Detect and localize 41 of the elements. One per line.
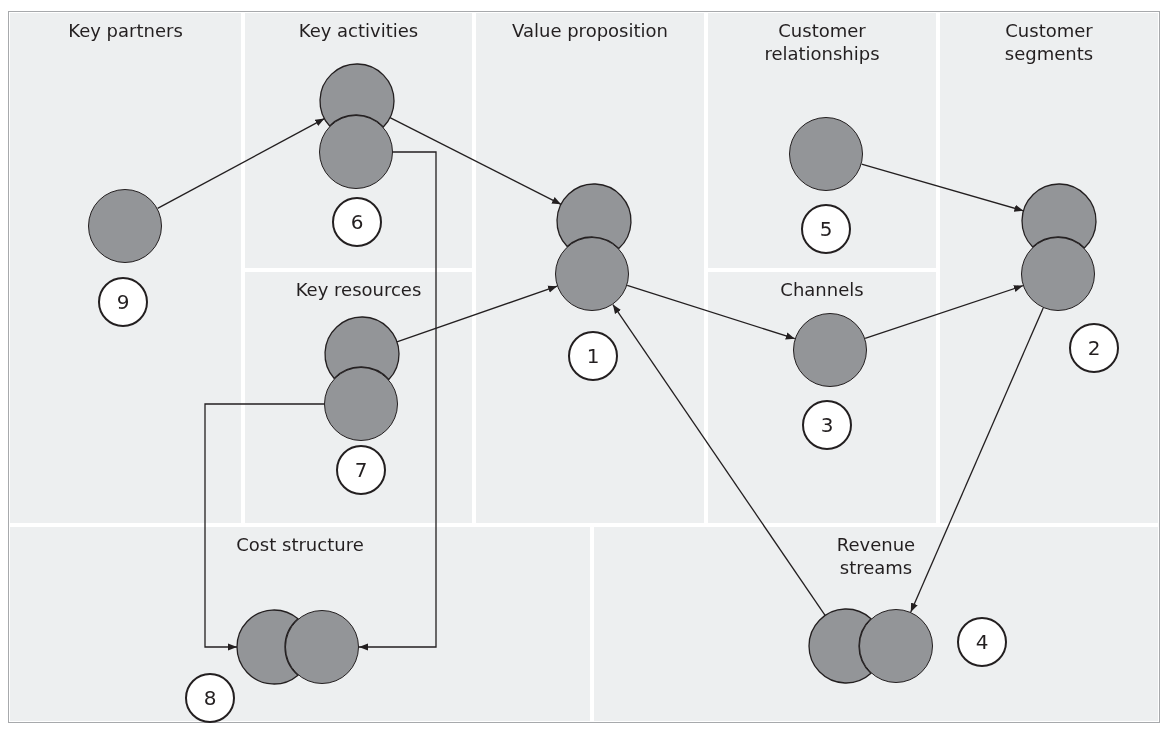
callout-number: 3	[802, 400, 852, 450]
block-heading: Cost structure	[235, 533, 365, 556]
block-heading: Key resources	[294, 278, 423, 301]
arrow	[864, 285, 1024, 339]
block-heading: Revenue streams	[835, 533, 917, 579]
arrow	[389, 117, 562, 205]
canvas-block	[245, 13, 472, 268]
circle-marker	[319, 115, 393, 189]
canvas-block	[940, 13, 1158, 523]
arrow	[204, 403, 325, 651]
circle-marker	[285, 610, 359, 684]
arrow	[156, 117, 326, 210]
canvas-block	[10, 527, 590, 721]
arrow	[358, 151, 437, 651]
arrow	[860, 163, 1025, 212]
callout-number: 2	[1069, 323, 1119, 373]
arrow	[910, 307, 1044, 613]
arrow	[396, 285, 558, 343]
callout-number: 6	[332, 197, 382, 247]
circle-marker	[555, 237, 629, 311]
callout-number: 7	[336, 445, 386, 495]
canvas-block	[10, 13, 241, 523]
block-heading: Key activities	[298, 19, 419, 42]
callout-number: 1	[568, 331, 618, 381]
callout-number: 5	[801, 204, 851, 254]
canvas-block	[708, 13, 936, 268]
arrow	[612, 303, 826, 617]
block-heading: Key partners	[67, 19, 184, 42]
circle-marker	[859, 609, 933, 683]
callout-number: 8	[185, 673, 235, 723]
callout-number: 4	[957, 617, 1007, 667]
block-heading: Value proposition	[511, 19, 669, 42]
arrow	[626, 284, 796, 340]
canvas-block	[594, 527, 1158, 721]
canvas-block	[708, 272, 936, 523]
canvas-block	[245, 272, 472, 523]
block-heading: Customer segments	[1003, 19, 1095, 65]
block-heading: Channels	[779, 278, 865, 301]
block-heading: Customer relationships	[763, 19, 881, 65]
canvas-block	[476, 13, 704, 523]
callout-number: 9	[98, 277, 148, 327]
